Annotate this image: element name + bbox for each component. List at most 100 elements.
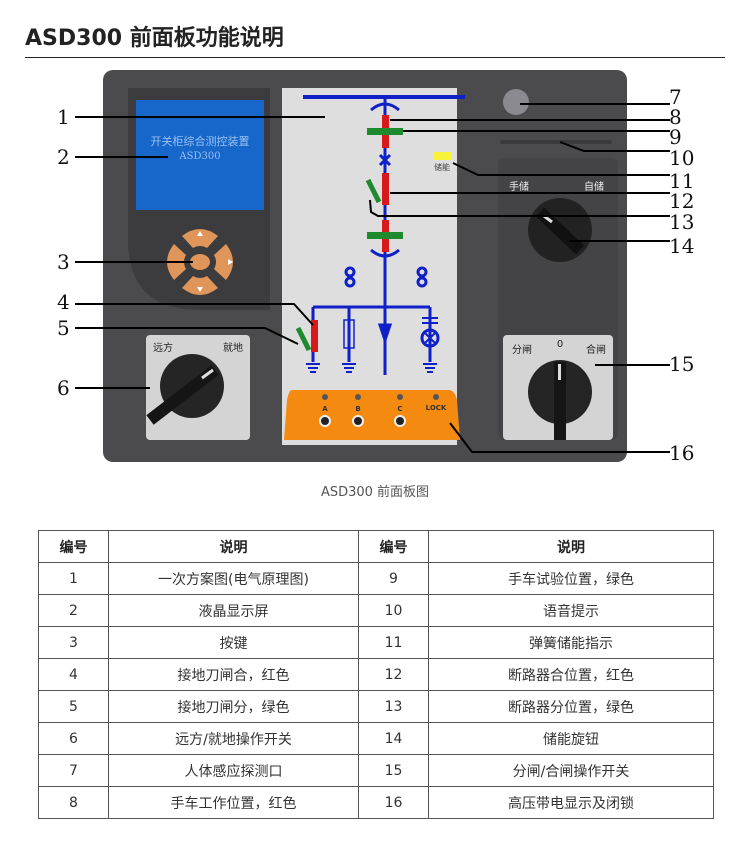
breaker-closed-red	[382, 173, 389, 205]
keypad	[167, 229, 233, 295]
cell-number: 1	[38, 562, 109, 595]
cell-description: 手车工作位置，红色	[108, 786, 359, 819]
earth-switch-open-green	[295, 326, 312, 352]
cell-description: 语音提示	[428, 594, 714, 627]
cell-description: 高压带电显示及闭锁	[428, 786, 714, 819]
callout-6: 6	[57, 376, 70, 400]
speaker-grille	[500, 140, 612, 144]
cell-number: 5	[38, 690, 109, 723]
cell-number: 13	[358, 690, 429, 723]
socket-c[interactable]	[394, 415, 406, 427]
table-header: 编号 说明 编号 说明	[38, 530, 714, 563]
cell-description: 断路器分位置，绿色	[428, 690, 714, 723]
cell-description: 按键	[108, 626, 359, 659]
cell-description: 储能旋钮	[428, 722, 714, 755]
header-no: 编号	[38, 530, 109, 563]
cell-number: 16	[358, 786, 429, 819]
single-line-diagram	[303, 95, 465, 375]
callout-labels: 1 2 3 4 5 6 7 8 9 10 11 12 13 14 15 16	[57, 85, 694, 465]
knob14-left-label: 手储	[509, 180, 529, 193]
mimic-diagram	[282, 88, 457, 445]
callout-7: 7	[669, 85, 682, 109]
cell-number: 4	[38, 658, 109, 691]
lcd-line2: ASD300	[178, 151, 220, 162]
cell-description: 人体感应探测口	[108, 754, 359, 787]
cell-description: 分闸/合闸操作开关	[428, 754, 714, 787]
cart-test-position-green	[367, 128, 403, 135]
header-desc: 说明	[428, 530, 714, 563]
leader-lines	[75, 103, 670, 453]
title-divider	[25, 57, 725, 58]
socket-a[interactable]	[319, 415, 331, 427]
cell-number: 6	[38, 722, 109, 755]
cell-description: 弹簧储能指示	[428, 626, 714, 659]
storage-label: 储能	[434, 162, 450, 172]
cell-number: 15	[358, 754, 429, 787]
cell-number: 10	[358, 594, 429, 627]
callout-3: 3	[57, 250, 70, 274]
cell-description: 手车试验位置，绿色	[428, 562, 714, 595]
breaker-open-green	[365, 178, 382, 204]
lcd-line1: 开关柜综合测控装置	[151, 134, 250, 148]
key-right	[214, 244, 233, 280]
cell-number: 11	[358, 626, 429, 659]
callout-13: 13	[669, 210, 694, 234]
callout-8: 8	[669, 105, 682, 129]
cell-description: 液晶显示屏	[108, 594, 359, 627]
cell-number: 9	[358, 562, 429, 595]
callout-12: 12	[669, 189, 694, 213]
earth-switch-closed-red	[311, 320, 318, 352]
figure-caption: ASD300 前面板图	[320, 485, 430, 500]
callout-15: 15	[669, 352, 694, 376]
phase-c-label: C	[397, 405, 402, 413]
socket-b[interactable]	[352, 415, 364, 427]
callout-11: 11	[669, 169, 694, 193]
page-title: ASD300 前面板功能说明	[25, 26, 284, 51]
header-no: 编号	[358, 530, 429, 563]
hv-live-display	[284, 390, 460, 440]
cell-description: 一次方案图(电气原理图)	[108, 562, 359, 595]
callout-4: 4	[57, 290, 70, 314]
cell-number: 7	[38, 754, 109, 787]
key-up	[182, 229, 218, 248]
callout-9: 9	[669, 125, 682, 149]
cell-number: 2	[38, 594, 109, 627]
lock-label: LOCK	[426, 404, 447, 412]
cell-number: 12	[358, 658, 429, 691]
key-down	[182, 276, 218, 295]
cell-number: 8	[38, 786, 109, 819]
storage-indicator	[433, 152, 451, 160]
key-enter	[190, 254, 210, 270]
motion-sensor	[503, 89, 529, 115]
front-panel-figure: 开关柜综合测控装置 ASD300 储能 A	[57, 70, 694, 465]
callout-1: 1	[57, 105, 70, 129]
phase-a-label: A	[322, 405, 328, 413]
callout-2: 2	[57, 145, 70, 169]
switch15-zero-label: 0	[557, 339, 563, 350]
callout-14: 14	[669, 234, 694, 258]
switch6-local-label: 就地	[223, 341, 243, 354]
switch6-remote-label: 远方	[153, 341, 173, 354]
cell-description: 断路器合位置，红色	[428, 658, 714, 691]
phase-b-label: B	[355, 405, 360, 413]
callout-16: 16	[669, 441, 694, 465]
callout-10: 10	[669, 146, 694, 170]
switch15-close-label: 合闸	[586, 343, 606, 356]
switch15-open-label: 分闸	[512, 343, 532, 356]
cell-description: 接地刀闸合，红色	[108, 658, 359, 691]
callout-5: 5	[57, 316, 70, 340]
knob14-right-label: 自储	[584, 180, 604, 193]
lcd-screen	[136, 100, 264, 210]
cell-number: 3	[38, 626, 109, 659]
header-desc: 说明	[108, 530, 359, 563]
cell-number: 14	[358, 722, 429, 755]
